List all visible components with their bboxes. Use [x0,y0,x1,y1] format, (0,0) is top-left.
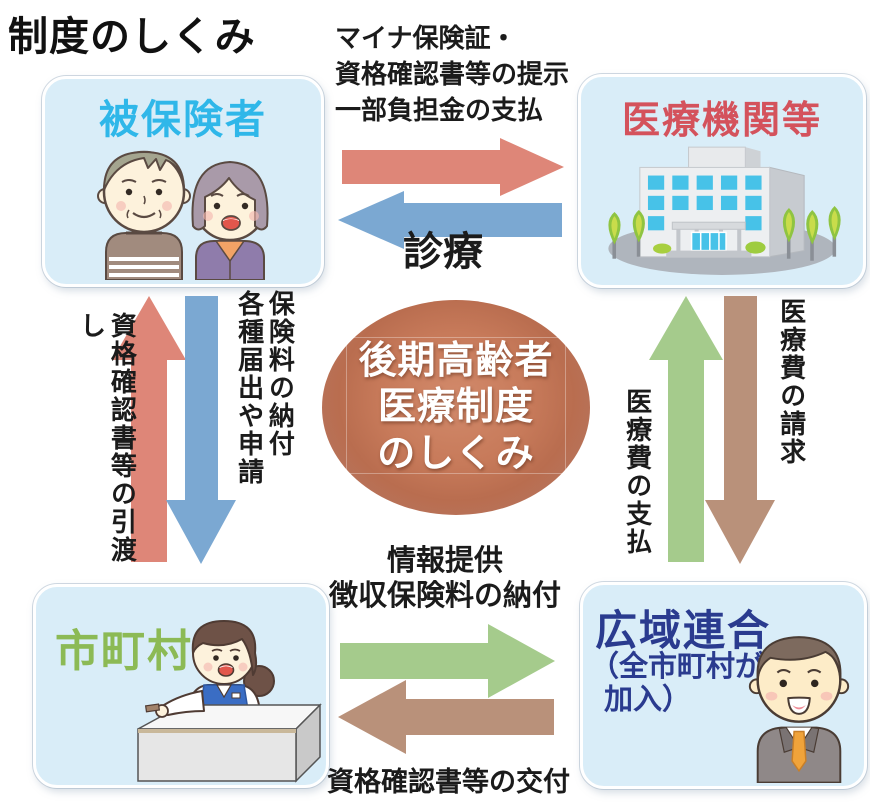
arrow-insured-to-medical [342,138,564,196]
arrow-medical-to-insured [338,191,562,249]
businessman-icon [748,636,850,783]
arrow-insured-to-municipality [166,296,236,564]
flow-label-insured-to-medical: マイナ保険証・ 資格確認書等の提示 一部負担金の支払 [335,23,570,125]
arrow-municipality-to-union [340,624,555,698]
flow-label-medical-to-union: 医療費の請求 [776,298,807,466]
elderly-couple-icon [97,150,269,280]
node-municipality-label: 市町村 [55,627,193,676]
center-oval-text: 後期高齢者 医療制度 のしくみ [358,339,554,475]
center-oval: 後期高齢者 医療制度 のしくみ [322,300,590,515]
center-oval-frame [346,336,566,475]
arrow-union-to-municipality [338,680,554,754]
flow-label-municipality-to-union: 情報提供 徴収保険料の納付 [328,545,561,612]
flow-label-medical-to-insured: 診療 [403,230,483,274]
page-title: 制度のしくみ [8,15,256,59]
node-municipality: 市町村 [33,584,329,788]
node-insured-label: 被保険者 [99,98,267,142]
arrow-municipality-to-insured [112,296,186,562]
flow-label-union-to-medical: 医療費の支払 [622,388,653,556]
receptionist-icon [137,620,322,783]
node-medical-label: 医療機関等 [621,100,822,142]
node-union: 広域連合 （全市町村が 加入） [580,582,867,789]
flow-label-union-to-municipality: 資格確認書等の交付 [327,767,570,797]
node-union-label: 広域連合 [595,607,772,654]
flow-label-municipality-to-insured: 資格確認書等の引渡し [76,312,138,564]
node-medical: 医療機関等 [578,74,866,288]
arrow-medical-to-union [705,296,775,564]
node-insured: 被保険者 [42,76,324,287]
flow-label-insured-to-municipality: 保険料の納付 各種届出や申請 [234,290,296,486]
hospital-icon [608,146,841,275]
arrow-union-to-medical [649,296,723,562]
node-union-note: （全市町村が 加入） [590,651,765,716]
